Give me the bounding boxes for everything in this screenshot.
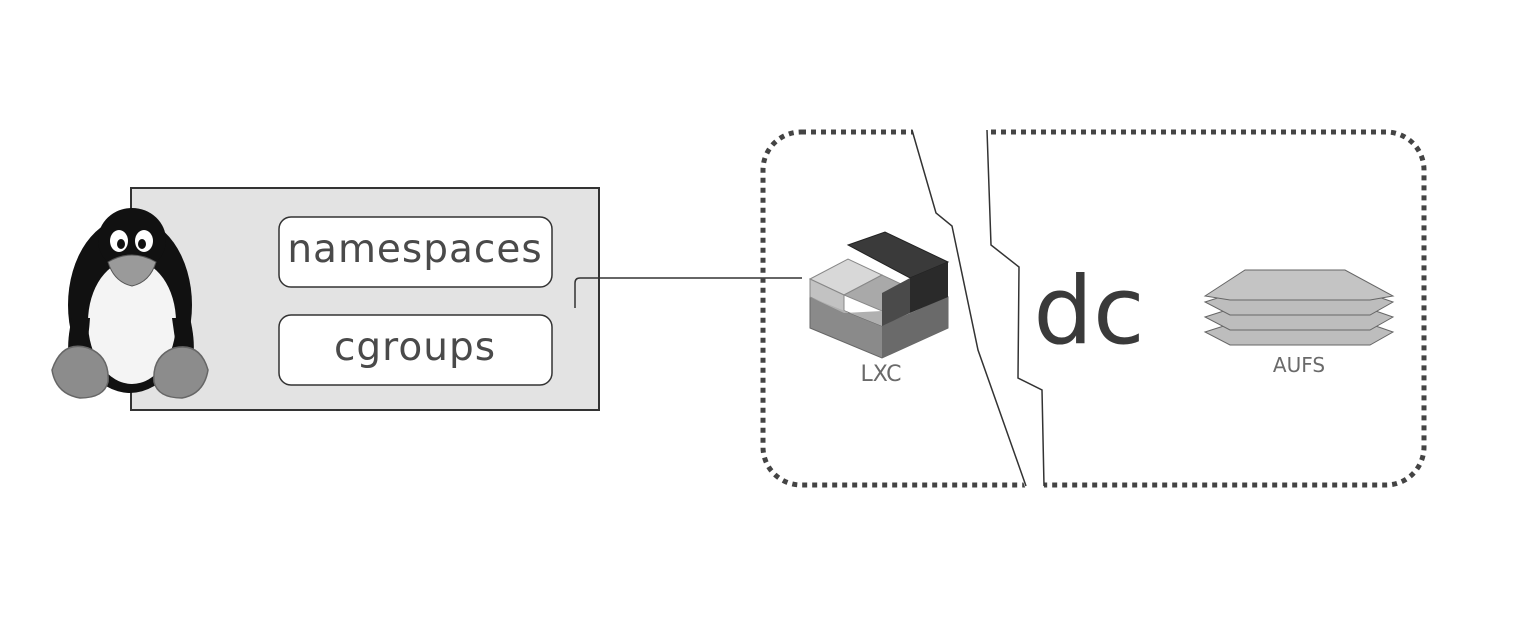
namespaces-pill: namespaces <box>278 216 553 288</box>
stacked-layers-icon <box>1203 269 1395 346</box>
aufs-label: AUFS <box>1273 353 1325 377</box>
cgroups-pill: cgroups <box>278 314 553 386</box>
connector-line <box>574 277 802 308</box>
kernel-features-panel: namespaces cgroups <box>130 187 600 411</box>
lxc-label: LXC <box>860 362 901 387</box>
lxc-cube-icon <box>808 231 950 359</box>
docker-logo-text: dc <box>1033 257 1144 366</box>
tear-separator <box>911 128 1045 490</box>
cgroups-label: cgroups <box>334 325 496 370</box>
namespaces-label: namespaces <box>287 227 542 272</box>
container-runtime-border <box>760 129 1427 488</box>
tux-penguin-icon <box>51 208 209 399</box>
